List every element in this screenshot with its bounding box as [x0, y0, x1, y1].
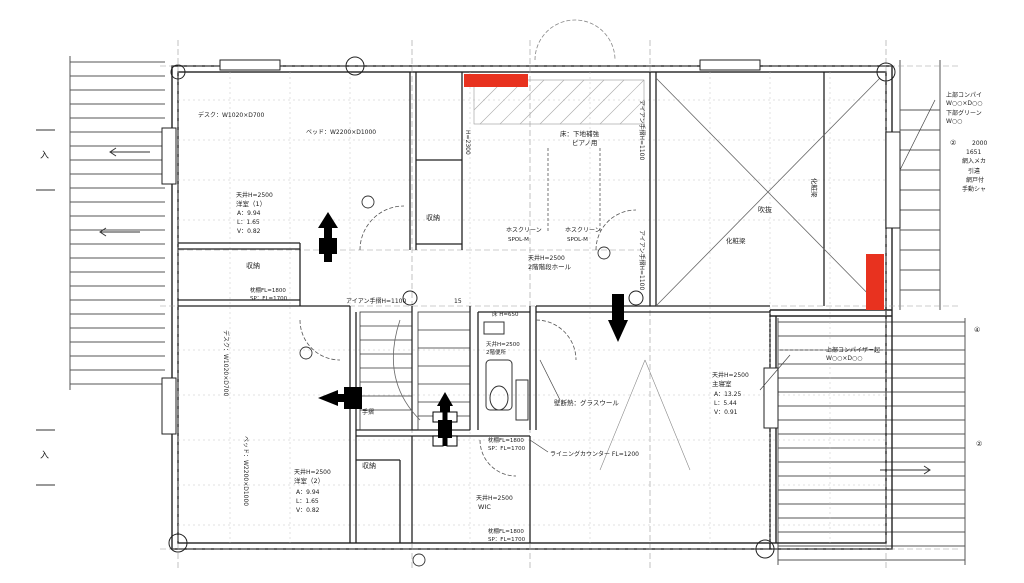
wic-sp: SP：FL=1700	[488, 446, 526, 452]
toilet-ceiling: 天井H=2500	[486, 340, 520, 348]
hall-shelf: 枕棚FL=1800	[250, 286, 286, 294]
bed2-label: ベッド：W2200×D1000	[242, 436, 249, 506]
note-shudo: 手動シャ	[962, 185, 986, 193]
room2-v: V：0.82	[296, 507, 320, 514]
outer-walls	[171, 65, 893, 550]
note-1651: 1651	[966, 149, 981, 156]
arrow-left-1	[318, 387, 362, 409]
circle-2-bottom: ②	[976, 440, 982, 448]
stair-num: 15	[454, 298, 462, 305]
piano-floor-label: 床：下地補強	[560, 129, 600, 138]
roof-note-right: 上部コンパイザー起	[826, 346, 880, 354]
left-balcony-slats	[69, 56, 165, 390]
iron-rail-3: アイアン手摺H=1100	[638, 230, 646, 290]
room1-a: A：9.94	[237, 210, 261, 217]
circle-4: ④	[974, 326, 980, 334]
desk2-label: デスク：W1020×D700	[222, 330, 230, 396]
shuno-label-1: 収納	[246, 261, 260, 270]
interior-walls	[178, 72, 825, 543]
toilet-size: 床 H=650	[492, 310, 519, 318]
piano-label: ピアノ用	[572, 139, 597, 147]
master-v: V：0.91	[714, 409, 738, 416]
beam-label-2: 化粧梁	[810, 178, 819, 198]
roof-note-top-b: W○○×D○○	[946, 100, 983, 107]
hoscreen2b: SPOL-M	[567, 237, 588, 243]
room2-a: A：9.94	[296, 489, 320, 496]
hoscreen1b: SPOL-M	[508, 237, 529, 243]
hoscreen1: ホスクリーン	[506, 227, 542, 234]
wic-sp-2: SP：FL=1700	[488, 537, 526, 543]
wic-shelf: 枕棚FL=1800	[488, 436, 524, 444]
master-ceiling: 天井H=2500	[712, 371, 749, 379]
wic-name: WIC	[478, 503, 491, 511]
hoscreen-marks	[547, 148, 601, 232]
left-balcony-arrow	[99, 147, 150, 237]
note-hiki: 引違	[968, 167, 980, 175]
columns	[168, 56, 896, 559]
hall-sp: SP：FL=1700	[250, 296, 288, 302]
master-a: A：13.25	[714, 391, 741, 398]
fine-grid	[178, 72, 886, 543]
arrow-up-2	[432, 392, 458, 447]
door-swings	[299, 19, 637, 477]
desk-label: デスク：W1020×D700	[198, 111, 264, 119]
wic-ceiling: 天井H=2500	[476, 494, 513, 502]
counter-label: ライニングカウンター FL=1200	[550, 450, 639, 458]
shuno-label-2: 収納	[426, 213, 440, 222]
iron-rail-1: アイアン手摺H=1100	[346, 297, 406, 305]
note-amido: 網戸付	[966, 176, 984, 184]
edge-label-1: 入	[40, 150, 49, 161]
bed1-label: ベッド：W2200×D1000	[306, 129, 376, 136]
ceiling-lines	[599, 359, 691, 471]
room1-name: 洋室（1）	[236, 199, 266, 208]
note-ami: 網入メカ	[962, 157, 986, 165]
right-balcony-slats	[777, 318, 966, 565]
roof-note-top-c: 下部グリーン	[946, 109, 982, 117]
room2-l: L：1.65	[296, 498, 319, 505]
red-marker-right	[866, 254, 884, 310]
edge-label-2: 入	[40, 450, 49, 461]
room2-name: 洋室（2）	[294, 476, 324, 485]
room1-ceiling: 天井H=2500	[236, 191, 273, 199]
leader-lines	[529, 99, 936, 453]
shuno-label-3: 収納	[362, 461, 376, 470]
hall-name: 2階階段ホール	[528, 262, 572, 271]
arrow-down-1	[608, 294, 628, 342]
hoscreen2: ホスクリーン	[565, 227, 601, 234]
windows	[161, 59, 901, 435]
room1-l: L：1.65	[237, 219, 260, 226]
arrow-up-1	[318, 212, 338, 262]
red-marker-top	[464, 74, 528, 87]
stepped-walls	[769, 309, 892, 549]
wall-insulation: 壁断熱：グラスウール	[554, 398, 619, 407]
fukinuke-cross	[655, 77, 881, 307]
toilet-name: 2階便所	[486, 348, 506, 356]
beam-label: 化粧梁	[726, 236, 746, 245]
note-2000: 2000	[972, 140, 987, 147]
room2-ceiling: 天井H=2500	[294, 468, 331, 476]
piano-hatch	[473, 79, 645, 125]
right-balcony-arrow	[880, 465, 931, 475]
hall-ceiling: 天井H=2500	[528, 254, 565, 262]
roof-note-top: 上部コンパイ	[946, 91, 982, 99]
iron-rail-2: アイアン手摺H=1100	[638, 100, 646, 160]
left-edge-marks	[36, 129, 55, 486]
top-right-strip	[899, 60, 941, 310]
roof-note-right-b: W○○×D○○	[826, 355, 863, 362]
smoke-detectors	[299, 195, 611, 567]
handrail-label: 手摺	[362, 408, 374, 416]
circle-2-top: ②	[950, 139, 956, 147]
wic-shelf-2: 枕棚FL=1800	[488, 527, 524, 535]
room1-v: V：0.82	[237, 228, 261, 235]
fukinuke-label: 吹抜	[758, 205, 772, 214]
roof-note-top-d: W○○	[946, 118, 962, 125]
toilet-fixture	[483, 321, 529, 421]
vertical-dim: H=2300	[464, 130, 471, 155]
master-l: L：5.44	[714, 400, 737, 407]
master-name: 主寝室	[712, 379, 732, 388]
